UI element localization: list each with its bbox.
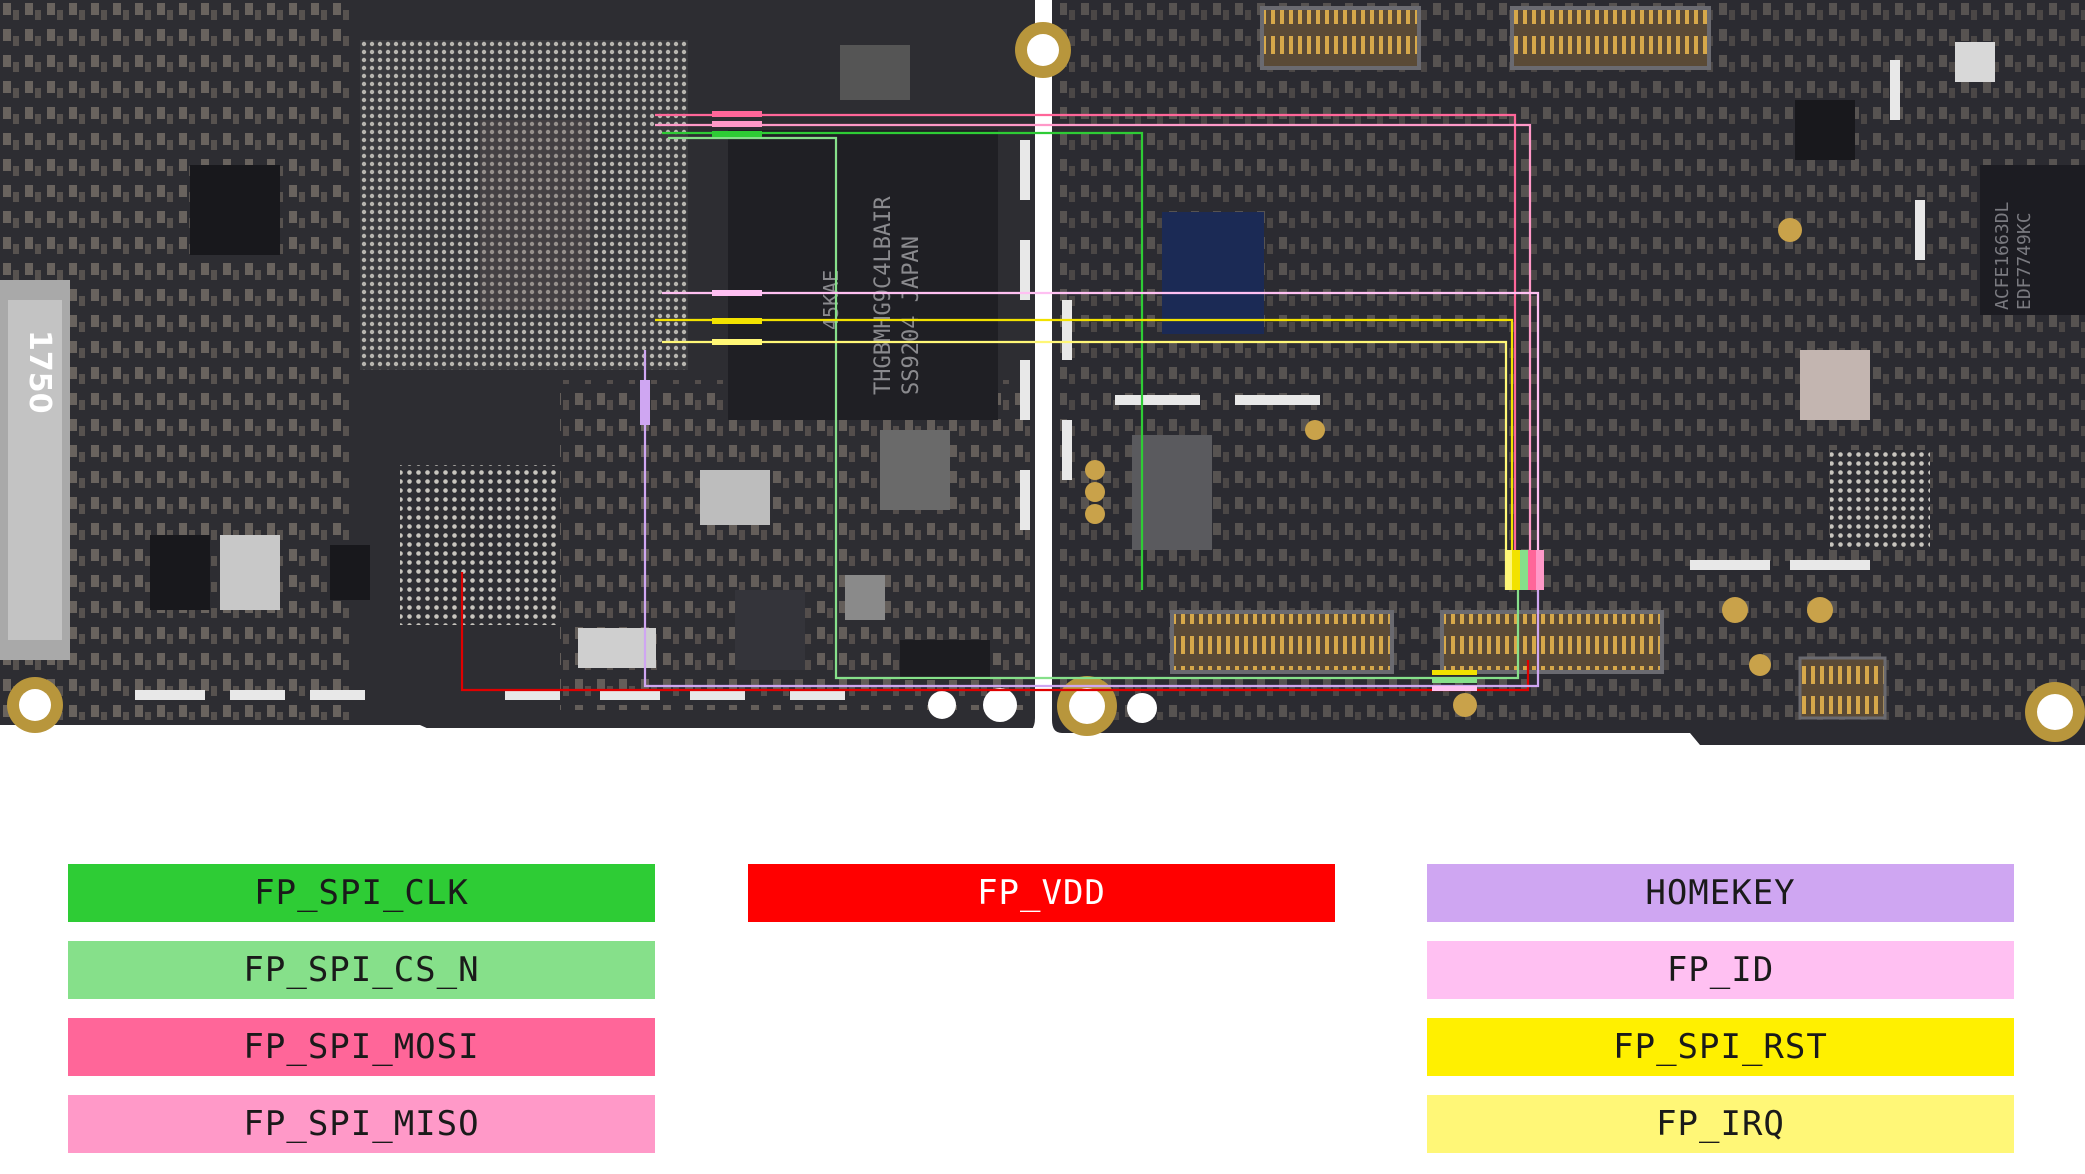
trace-fp-irq <box>662 340 1508 590</box>
right-chip-marking-2: EDF7749KC <box>2014 212 2035 310</box>
right-chip-marking-1: ACFE1663DL <box>1992 201 2013 310</box>
bottom-connector-1 <box>1170 610 1394 674</box>
pcb-board-photo: THGBMHG9C4LBAIR SS9204 JAPAN 45KAE 1750 <box>0 0 2085 745</box>
legend-homekey: HOMEKEY <box>1427 864 2014 922</box>
legend-fp-id: FP_ID <box>1427 941 2014 999</box>
top-connector-2 <box>1510 6 1711 70</box>
silkscreen-marks <box>135 60 1925 700</box>
signal-traces <box>460 113 1540 692</box>
legend-fp-spi-miso: FP_SPI_MISO <box>68 1095 655 1153</box>
emmc-chip <box>728 130 998 420</box>
legend-fp-spi-rst: FP_SPI_RST <box>1427 1018 2014 1076</box>
left-side-label: 1750 <box>22 330 57 414</box>
blue-ic <box>1162 212 1264 334</box>
pmic-bga <box>400 465 560 625</box>
legend-fp-irq: FP_IRQ <box>1427 1095 2014 1153</box>
legend-fp-vdd: FP_VDD <box>748 864 1335 922</box>
trace-highlights <box>640 111 1544 691</box>
trace-fp-spi-rst <box>655 318 1514 590</box>
trace-fp-vdd <box>460 572 1530 692</box>
trace-fp-id <box>662 291 1540 590</box>
legend-fp-spi-cs-n: FP_SPI_CS_N <box>68 941 655 999</box>
legend-fp-spi-clk: FP_SPI_CLK <box>68 864 655 922</box>
memory-chip-marking-1: THGBMHG9C4LBAIR <box>871 196 896 395</box>
trace-fp-spi-cs-n <box>668 136 1520 680</box>
bottom-connector-2 <box>1440 610 1664 674</box>
top-connector-1 <box>1260 6 1421 70</box>
soc-bga <box>360 40 688 370</box>
memory-chip-marking-2: SS9204 JAPAN <box>899 236 924 395</box>
trace-fp-spi-clk <box>662 131 1144 590</box>
trace-fp-spi-mosi <box>655 113 1517 590</box>
trace-homekey <box>643 350 1540 688</box>
trace-fp-spi-miso <box>655 123 1532 590</box>
legend-fp-spi-mosi: FP_SPI_MOSI <box>68 1018 655 1076</box>
